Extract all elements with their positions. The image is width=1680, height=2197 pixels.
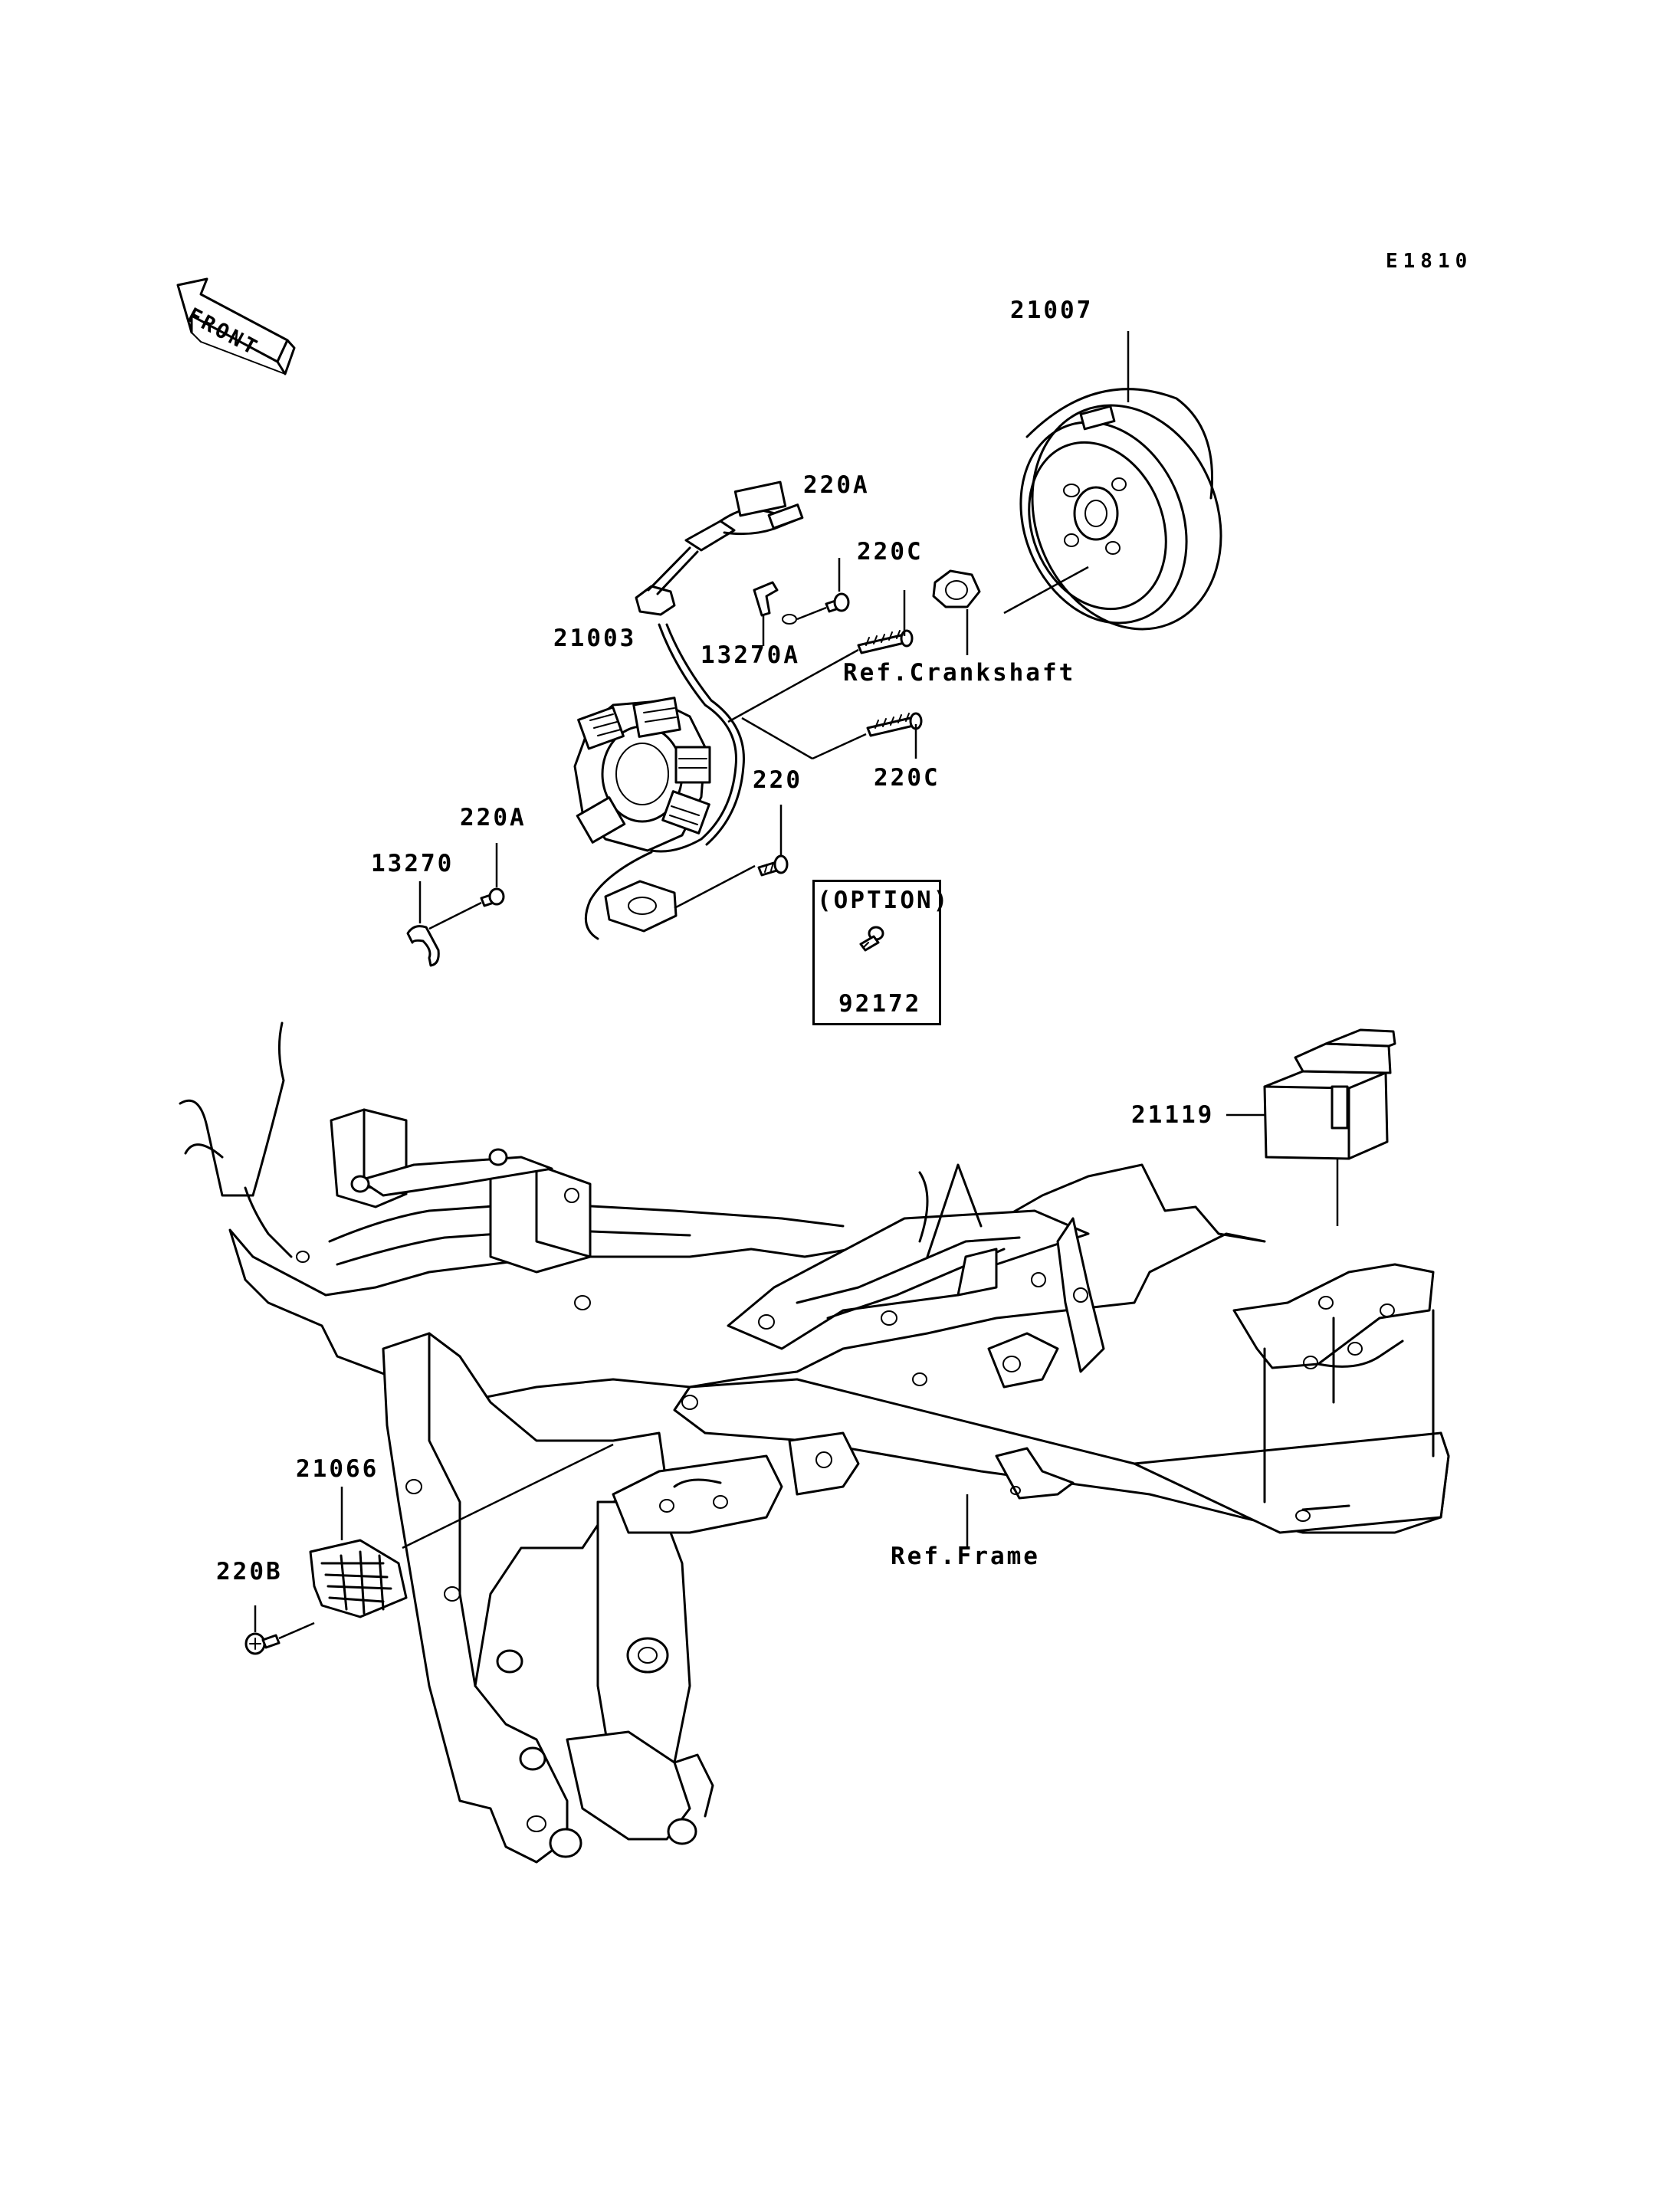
label-21119[interactable]: 21119 [1131, 1101, 1215, 1129]
label-ref-frame[interactable]: Ref.Frame [891, 1543, 1040, 1570]
label-220A-left[interactable]: 220A [460, 804, 527, 831]
front-arrow-icon [176, 277, 296, 375]
bracket-13270A[interactable] [753, 581, 797, 646]
screw-220A-left[interactable] [428, 843, 505, 930]
label-ref-crankshaft[interactable]: Ref.Crankshaft [843, 659, 1076, 687]
crankshaft-nut[interactable] [932, 569, 981, 655]
screw-220[interactable] [757, 805, 789, 877]
label-21003[interactable]: 21003 [553, 625, 637, 652]
regulator-rectifier[interactable] [1226, 1028, 1396, 1226]
screw-220C-lower[interactable] [741, 712, 923, 760]
screw-92172[interactable] [859, 926, 884, 952]
flywheel-rotor[interactable] [992, 331, 1254, 657]
label-220C-top[interactable]: 220C [857, 538, 924, 566]
label-220A-top[interactable]: 220A [803, 471, 870, 499]
screw-220C-upper[interactable] [727, 590, 914, 723]
label-220B[interactable]: 220B [216, 1558, 283, 1585]
label-21007[interactable]: 21007 [1010, 297, 1094, 324]
screw-220B[interactable] [244, 1605, 315, 1655]
label-21066[interactable]: 21066 [296, 1455, 379, 1483]
label-13270[interactable]: 13270 [371, 850, 454, 877]
screw-220A-top[interactable] [796, 558, 850, 621]
label-220[interactable]: 220 [753, 766, 802, 794]
diagram-code: E1810 [1386, 250, 1473, 273]
option-label: (OPTION) [817, 887, 950, 914]
sensor-21066[interactable] [309, 1487, 408, 1618]
stator-assembly[interactable] [573, 480, 804, 940]
label-92172[interactable]: 92172 [838, 990, 922, 1018]
label-220C-bottom[interactable]: 220C [874, 764, 940, 792]
motorcycle-frame [179, 1021, 1450, 1864]
option-box [812, 880, 941, 1025]
clip-13270[interactable] [406, 881, 440, 967]
label-13270A[interactable]: 13270A [701, 641, 800, 669]
